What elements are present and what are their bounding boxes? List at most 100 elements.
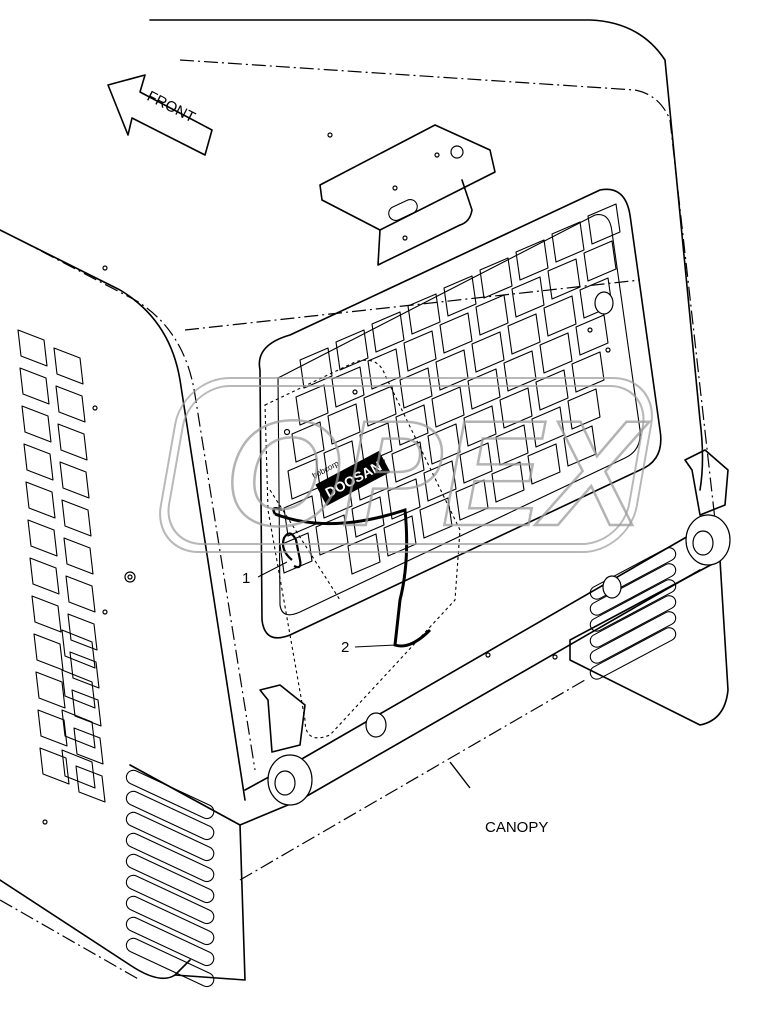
grid-cell <box>391 441 425 483</box>
grid-cell <box>535 369 569 411</box>
grid-cell <box>27 519 58 557</box>
grid-cell <box>69 651 100 689</box>
grid-cell <box>73 727 104 765</box>
grid-cell <box>61 749 96 789</box>
grid-cell <box>467 368 501 410</box>
grid-cell <box>583 240 617 282</box>
grid-cell <box>63 537 94 575</box>
canopy-body <box>0 19 729 981</box>
louver-slot <box>125 937 215 988</box>
louver-slot <box>589 627 677 680</box>
louver-slot <box>125 811 215 862</box>
grid-cell <box>499 387 533 429</box>
louver-slot <box>125 790 215 841</box>
left-hinge <box>259 684 387 806</box>
s-hook <box>281 532 302 569</box>
louver-slot <box>589 547 677 600</box>
grid-cell <box>55 385 86 423</box>
grid-cell <box>531 406 565 448</box>
grid-cell <box>435 349 469 391</box>
front-label: FRONT <box>144 88 198 127</box>
canopy-label: CANOPY <box>485 819 548 836</box>
left-grid <box>17 329 106 803</box>
louver-slot <box>125 874 215 925</box>
grid-cell <box>367 348 401 390</box>
grid-cell <box>571 351 605 393</box>
grid-cell <box>563 425 597 467</box>
grid-cell <box>443 275 477 317</box>
grid-cell <box>527 443 561 485</box>
grid-cell <box>39 747 70 785</box>
louver-slot <box>589 611 677 664</box>
callout-1: 1 <box>242 561 288 587</box>
grid-cell <box>543 295 577 337</box>
grid-cell <box>459 442 493 484</box>
grid-cell <box>57 423 88 461</box>
grid-cell <box>31 595 62 633</box>
watermark-text: OPEX <box>225 389 650 557</box>
grid-cell <box>495 424 529 466</box>
grid-cell <box>423 460 457 502</box>
grid-cell <box>33 633 64 671</box>
grid-cell <box>299 347 333 389</box>
grid-cell <box>407 293 441 335</box>
grid-cell <box>463 405 497 447</box>
grid-cell <box>491 461 525 503</box>
grid-cell <box>61 629 96 669</box>
grid-cell <box>61 669 96 709</box>
grid-cell <box>29 557 60 595</box>
grid-cell <box>37 709 68 747</box>
front-arrow: FRONT <box>107 74 213 156</box>
canopy-label-group: CANOPY <box>449 761 548 836</box>
grid-cell <box>479 257 513 299</box>
louver-slot <box>589 579 677 632</box>
louver-slot <box>125 853 215 904</box>
grid-cell <box>295 384 329 426</box>
grid-cell <box>551 221 585 263</box>
callout-1-number: 1 <box>242 570 250 587</box>
grid-cell <box>395 404 429 446</box>
grid-cell <box>539 332 573 374</box>
grid-cell <box>291 421 325 463</box>
grid-cell <box>351 496 385 538</box>
grid-cell <box>547 258 581 300</box>
grid-cell <box>53 347 84 385</box>
grid-cell <box>439 312 473 354</box>
grid-cell <box>567 388 601 430</box>
grid-cell <box>75 765 106 803</box>
grid-cell <box>61 499 92 537</box>
louver-slot <box>589 563 677 616</box>
grid-cell <box>475 294 509 336</box>
grid-cell <box>23 443 54 481</box>
grid-cell <box>67 613 98 651</box>
rear-window <box>258 188 662 639</box>
grid-cell <box>359 422 393 464</box>
grid-cell <box>371 311 405 353</box>
louver-slot <box>125 832 215 883</box>
grid-cell <box>347 533 381 575</box>
grid-cell <box>35 671 66 709</box>
grid-cell <box>327 403 361 445</box>
grid-cell <box>587 203 621 245</box>
right-louvers <box>589 547 677 680</box>
grid-cell <box>399 367 433 409</box>
grid-cell <box>71 689 102 727</box>
grid-cell <box>575 314 609 356</box>
grid-cell <box>25 481 56 519</box>
callout-2-number: 2 <box>341 639 349 656</box>
louver-slot <box>589 595 677 648</box>
grid-cell <box>471 331 505 373</box>
louver-slot <box>125 769 215 820</box>
grid-cell <box>507 313 541 355</box>
callout-2: 2 <box>341 639 396 656</box>
left-louvers <box>125 769 215 988</box>
grid-cell <box>455 479 489 521</box>
grid-cell <box>335 329 369 371</box>
grid-cell <box>419 497 453 539</box>
watermark: OPEX <box>159 377 653 558</box>
grid-cell <box>431 386 465 428</box>
grid-cell <box>331 366 365 408</box>
grid-cell <box>21 405 52 443</box>
grid-cell <box>17 329 48 367</box>
grid-cell <box>65 575 96 613</box>
